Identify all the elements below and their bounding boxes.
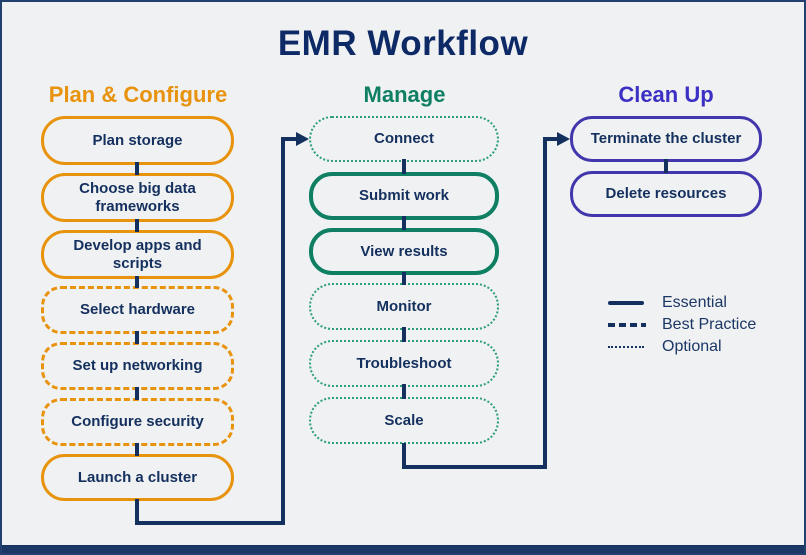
essential-line-icon: [608, 300, 646, 305]
best-practice-line-icon: [608, 322, 646, 327]
step-plan-storage: Plan storage: [41, 116, 234, 165]
step-launch-cluster: Launch a cluster: [41, 454, 234, 501]
step-develop-apps: Develop apps and scripts: [41, 230, 234, 279]
connector-plan-4-5: [135, 331, 139, 344]
heading-clean-up: Clean Up: [618, 82, 714, 107]
step-select-hardware: Select hardware: [41, 286, 234, 334]
legend-row-best-practice: Best Practice: [608, 316, 756, 333]
step-submit-work: Submit work: [309, 172, 499, 220]
flow-launch-rise: [281, 137, 285, 525]
step-setup-networking: Set up networking: [41, 342, 234, 390]
bottom-border-bar: [2, 545, 804, 553]
connector-manage-3-4: [402, 272, 406, 285]
connector-plan-6-7: [135, 443, 139, 456]
legend-label: Optional: [662, 337, 722, 355]
legend-row-optional: Optional: [608, 338, 756, 355]
step-terminate-cluster: Terminate the cluster: [570, 116, 762, 162]
flow-scale-horizontal: [402, 465, 547, 469]
connector-manage-1-2: [402, 159, 406, 174]
step-connect: Connect: [309, 116, 499, 162]
arrowhead-to-connect: [296, 132, 309, 146]
step-delete-resources: Delete resources: [570, 171, 762, 217]
step-configure-security: Configure security: [41, 398, 234, 446]
optional-line-icon: [608, 345, 646, 348]
connector-manage-5-6: [402, 384, 406, 399]
diagram-title: EMR Workflow: [277, 24, 529, 63]
flow-scale-drop: [402, 443, 406, 469]
connector-manage-4-5: [402, 327, 406, 342]
heading-manage: Manage: [363, 82, 446, 107]
connector-plan-5-6: [135, 387, 139, 400]
flow-launch-horizontal: [135, 521, 285, 525]
flow-scale-rise: [543, 137, 547, 469]
arrowhead-to-terminate: [557, 132, 570, 146]
step-troubleshoot: Troubleshoot: [309, 340, 499, 387]
legend: Essential Best Practice Optional: [608, 294, 756, 360]
legend-label: Best Practice: [662, 315, 757, 333]
legend-row-essential: Essential: [608, 294, 756, 311]
step-monitor: Monitor: [309, 283, 499, 330]
flow-scale-stub: [545, 137, 558, 141]
step-choose-frameworks: Choose big data frameworks: [41, 173, 234, 222]
step-view-results: View results: [309, 228, 499, 275]
legend-label: Essential: [662, 293, 727, 311]
connector-manage-2-3: [402, 216, 406, 230]
flow-launch-drop: [135, 499, 139, 525]
connector-plan-2-3: [135, 219, 139, 232]
heading-plan-configure: Plan & Configure: [48, 82, 228, 107]
connector-cleanup-1-2: [664, 159, 668, 173]
connector-plan-3-4: [135, 276, 139, 288]
flow-launch-stub: [283, 137, 297, 141]
connector-plan-1-2: [135, 162, 139, 175]
step-scale: Scale: [309, 397, 499, 444]
